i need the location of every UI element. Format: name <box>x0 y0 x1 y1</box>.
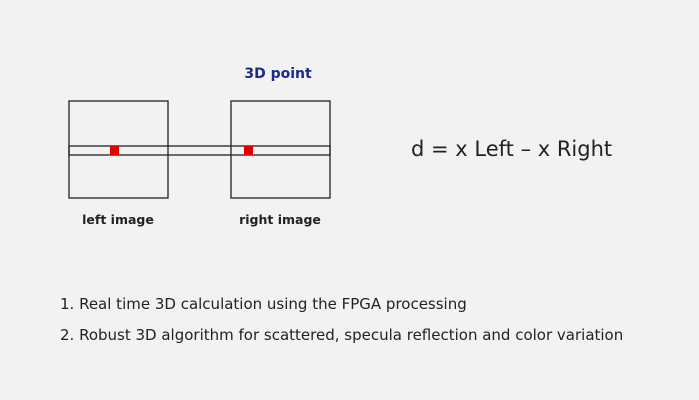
disparity-formula: d = x Left – x Right <box>411 137 613 161</box>
left-image-label: left image <box>82 212 154 227</box>
epipolar-band <box>68 145 331 156</box>
right-image-label: right image <box>239 212 321 227</box>
stereo-diagram <box>68 100 331 199</box>
feature-item: 2. Robust 3D algorithm for scattered, sp… <box>60 326 624 344</box>
point-label: 3D point <box>244 66 312 82</box>
feature-item: 1. Real time 3D calculation using the FP… <box>60 295 467 313</box>
right-point-marker <box>244 146 253 155</box>
feature-list: 1. Real time 3D calculation using the FP… <box>60 294 623 356</box>
left-point-marker <box>110 146 119 155</box>
